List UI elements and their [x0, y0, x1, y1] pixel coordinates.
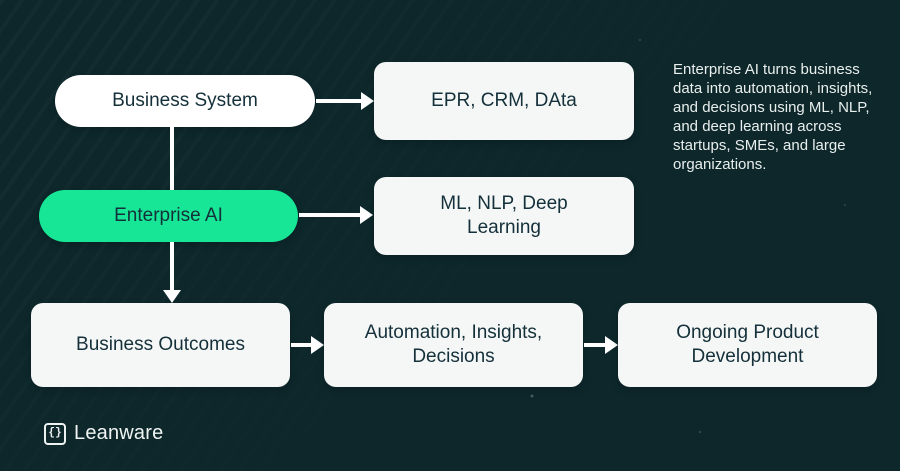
node-business-outcomes: Business Outcomes: [31, 303, 290, 387]
leanware-logo: {} Leanware: [44, 422, 163, 445]
arrow-enterprise-ai-to-ml: [299, 213, 360, 217]
description-line: data into automation, insights,: [673, 80, 873, 97]
description-line: organizations.: [673, 156, 767, 173]
connector-business-system-to-enterprise-ai: [170, 127, 174, 190]
brand-name: Leanware: [74, 422, 164, 444]
node-enterprise-ai: Enterprise AI: [39, 190, 298, 242]
node-automation-insights-decisions: Automation, Insights, Decisions: [324, 303, 583, 387]
arrow-business-outcomes-to-automation: [291, 343, 311, 347]
description-line: startups, SMEs, and large: [673, 137, 846, 154]
description-line: and decisions using ML, NLP,: [673, 99, 870, 116]
arrow-enterprise-ai-to-business-outcomes: [170, 242, 174, 290]
node-ml-nlp-deep-learning: ML, NLP, Deep Learning: [374, 177, 634, 255]
description-line: and deep learning across: [673, 118, 842, 135]
description-line: Enterprise AI turns business: [673, 61, 860, 78]
node-ongoing-product-development: Ongoing Product Development: [618, 303, 877, 387]
node-business-system: Business System: [55, 75, 315, 127]
description-text: Enterprise AI turns business data into a…: [673, 60, 873, 174]
node-erp-crm-data: EPR, CRM, DAta: [374, 62, 634, 140]
arrow-business-system-to-erp: [316, 99, 361, 103]
curly-braces-square-icon: {}: [44, 422, 66, 445]
arrow-automation-to-ongoing-product: [584, 343, 605, 347]
